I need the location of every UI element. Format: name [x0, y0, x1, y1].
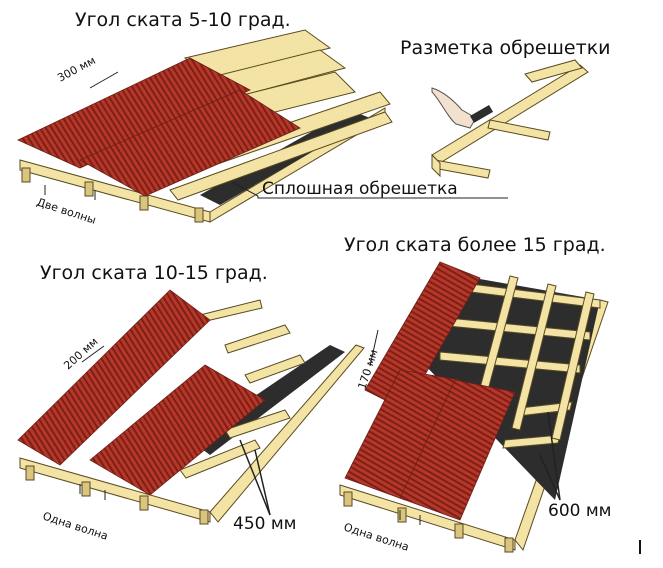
roof-sheet-upper — [17, 289, 211, 466]
spacing-leader — [539, 454, 561, 501]
panel-slope-over-15 — [339, 261, 609, 553]
rafter — [551, 291, 595, 441]
dimension-line — [369, 329, 379, 367]
rafter-end — [343, 491, 353, 507]
batten-end — [431, 153, 441, 178]
sheathing-board — [169, 111, 393, 201]
rafter-end — [199, 509, 209, 525]
rafter-end — [194, 207, 204, 223]
rafter-end — [21, 167, 31, 183]
rafter-end — [25, 465, 35, 481]
panel-slope-10-15 — [17, 289, 365, 525]
batten — [244, 354, 306, 384]
panel-batten-marking — [431, 59, 589, 179]
panel-slope-5-10 — [17, 29, 508, 223]
panel-title-slope-over-15: Угол ската более 15 град. — [344, 234, 606, 256]
dimension-line — [81, 345, 105, 363]
rafter-end — [81, 481, 91, 497]
batten — [432, 159, 491, 179]
overlap-dimension-label: 300 мм — [55, 54, 97, 85]
base-beam-front — [19, 457, 211, 523]
spacing-label: 450 мм — [233, 514, 297, 534]
roof-sheet-lower — [79, 89, 301, 197]
panel-title-slope-5-10: Угол ската 5-10 град. — [75, 9, 291, 31]
rafter-end — [397, 507, 407, 523]
edge-mark — [639, 540, 641, 554]
batten — [199, 299, 263, 323]
batten — [524, 59, 583, 83]
hand-with-template — [431, 87, 477, 129]
spacing-leader — [547, 411, 561, 501]
batten — [224, 324, 291, 354]
roof-sheet-middle — [344, 369, 461, 501]
rafter-end — [454, 523, 464, 539]
rafter-end — [139, 195, 149, 211]
solid-sheathing-label: Сплошная обрешетка — [262, 179, 458, 199]
base-beam-side — [209, 344, 365, 523]
batten — [179, 439, 261, 479]
batten — [224, 409, 291, 439]
panel-title-batten-marking: Разметка обрешетки — [400, 37, 611, 59]
spacing-leader — [254, 449, 271, 516]
panel-title-slope-10-15: Угол ската 10-15 град. — [40, 262, 268, 284]
rafter-end — [84, 181, 94, 197]
roof-sheet-lower — [399, 379, 516, 521]
dimension-line — [89, 71, 119, 89]
callout-underline — [257, 196, 508, 199]
rafter-end — [139, 495, 149, 511]
marking-template — [470, 105, 494, 123]
spacing-leader — [239, 439, 271, 516]
batten — [502, 434, 561, 449]
waves-label: Одна волна — [342, 520, 411, 553]
rafter-end — [504, 537, 514, 553]
roof-sheet-upper — [17, 57, 251, 169]
base-beam-front — [339, 484, 516, 551]
roof-sheet-lower — [89, 364, 266, 496]
batten — [487, 119, 551, 141]
rafter — [511, 283, 557, 431]
callout-leader — [231, 181, 259, 197]
waves-label: Две волны — [35, 195, 97, 226]
waves-label: Одна волна — [41, 509, 110, 542]
spacing-label: 600 мм — [548, 501, 612, 521]
